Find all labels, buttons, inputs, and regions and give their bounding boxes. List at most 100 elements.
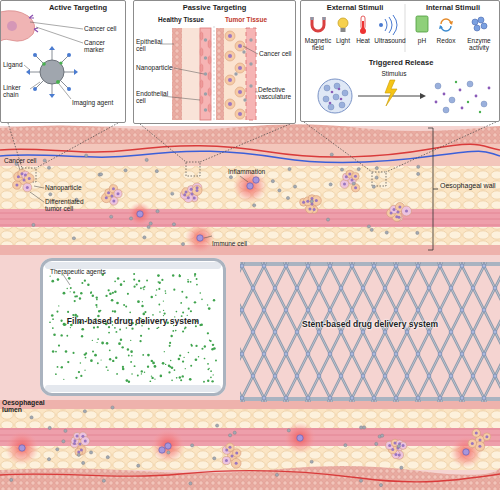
stimuli-panel — [439, 25, 443, 29]
nanoparticle — [99, 173, 102, 176]
active-targeting-panel — [0, 11, 35, 42]
tumor-cluster — [13, 170, 491, 469]
drug-particles — [87, 284, 89, 286]
group-heading: Internal Stimuli — [407, 4, 499, 12]
drug-particles — [134, 365, 136, 367]
passive-targeting-panel — [235, 63, 245, 73]
stent-mesh — [284, 352, 288, 356]
nanoparticle — [85, 154, 88, 157]
nanoparticle — [288, 167, 291, 170]
drug-particles — [210, 370, 212, 372]
tumor-cluster — [231, 458, 241, 468]
drug-particles — [215, 360, 217, 362]
drug-particles — [182, 375, 184, 377]
tumor-cluster — [354, 186, 357, 189]
stent-mesh — [240, 262, 244, 402]
stent-mesh — [284, 262, 354, 402]
drug-particles — [151, 360, 153, 362]
tumor-cluster — [313, 208, 316, 211]
drug-particles — [133, 273, 135, 275]
tumor-cluster — [117, 192, 120, 195]
drug-particles — [70, 287, 72, 289]
passive-targeting-panel — [204, 92, 207, 95]
drug-particles — [114, 327, 116, 329]
stimuli-panel — [405, 4, 406, 52]
drug-particles — [127, 293, 129, 295]
drug-particles — [207, 332, 209, 334]
stimuli-panel — [435, 101, 438, 104]
stimuli-panel — [459, 89, 462, 92]
stimulus-label: Stimulus — [372, 70, 416, 77]
drug-particles — [84, 370, 85, 371]
nanoparticle — [172, 223, 175, 226]
stent-mesh — [372, 352, 376, 356]
stent-mesh — [460, 396, 464, 400]
stimuli-panel — [318, 79, 352, 113]
drug-particles — [131, 355, 132, 356]
drug-particles — [85, 357, 87, 359]
stimuli-panel — [472, 17, 487, 31]
stent-mesh — [284, 262, 354, 402]
tumor-cluster — [79, 443, 82, 446]
drug-particles — [189, 378, 192, 381]
drug-particles — [168, 371, 170, 373]
stent-mesh — [262, 396, 266, 400]
nanoparticle — [278, 189, 281, 192]
drug-particles — [143, 313, 146, 316]
stent-mesh — [372, 308, 376, 312]
drug-particles — [207, 380, 209, 382]
tumor-cluster — [192, 185, 202, 195]
drug-particles — [194, 301, 196, 303]
drug-particles — [154, 365, 157, 368]
drug-particles — [204, 345, 206, 347]
tumor-cluster — [485, 435, 488, 438]
stimuli-panel — [342, 90, 348, 96]
panel-box: External StimuliInternal StimuliTriggere… — [300, 0, 500, 122]
drug-particles — [140, 335, 142, 337]
passive-targeting-panel — [249, 84, 252, 87]
stent-mesh — [284, 308, 288, 312]
drug-particles — [101, 342, 104, 345]
drug-particles — [98, 310, 101, 313]
drug-particles — [51, 280, 54, 283]
callout-label: Endothelial cell — [136, 90, 168, 104]
immune-cell — [463, 449, 469, 455]
drug-particles — [138, 280, 140, 282]
passive-targeting-panel — [208, 72, 211, 80]
drug-particles — [80, 375, 82, 377]
drug-particles — [115, 331, 117, 333]
nanoparticle — [156, 210, 159, 213]
tumor-cluster — [190, 188, 193, 191]
nanoparticle — [385, 231, 388, 234]
drug-particles — [165, 290, 167, 292]
immune-cell — [19, 445, 25, 451]
callout-leader — [34, 186, 44, 188]
tumor-cluster — [70, 432, 89, 456]
stent-mesh — [240, 262, 266, 402]
passive-targeting-panel — [238, 66, 242, 70]
stimuli-panel — [443, 107, 449, 113]
inflammation-glow — [5, 431, 39, 465]
tumor-cluster — [102, 185, 123, 206]
drug-particles — [78, 371, 80, 373]
tumor-cluster — [343, 183, 346, 186]
stimuli-panel — [324, 85, 330, 91]
tumor-cluster — [17, 175, 20, 178]
stent-mesh — [416, 262, 486, 402]
passive-targeting-panel — [204, 108, 207, 111]
stent-mesh — [328, 352, 332, 356]
stent-mesh — [262, 262, 332, 402]
drug-particles — [94, 354, 97, 357]
stent-mesh — [482, 264, 486, 268]
stent-mesh — [328, 262, 398, 402]
drug-particles — [105, 295, 107, 297]
stent-mesh — [317, 286, 321, 290]
stent-mesh — [471, 374, 475, 378]
stent-mesh — [394, 262, 464, 402]
nanoparticle — [352, 182, 355, 185]
drug-particles — [198, 356, 199, 357]
drug-particles — [179, 354, 181, 356]
stimuli-panel — [385, 15, 397, 35]
stent-mesh — [449, 286, 453, 290]
drug-particles — [81, 335, 83, 337]
